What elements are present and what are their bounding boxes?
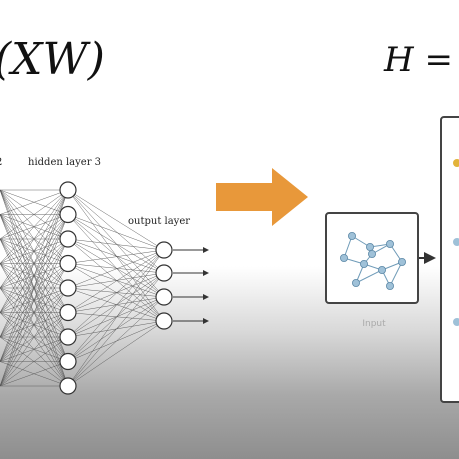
- hidden-layer-3-neuron: [59, 181, 77, 199]
- connection-line: [67, 249, 165, 264]
- connection-line: [0, 189, 69, 338]
- connection-line: [67, 238, 165, 322]
- graph-node: [365, 242, 374, 251]
- connection-line: [0, 263, 69, 387]
- graph-nodes: [339, 231, 406, 290]
- connection-line: [67, 238, 165, 274]
- hidden-layer-3-neuron: [59, 328, 77, 346]
- connection-line: [67, 272, 165, 289]
- graph-node: [339, 253, 348, 262]
- hidden-layer-3-neuron: [59, 352, 77, 371]
- output-layer-label: output layer: [128, 216, 191, 227]
- hidden-layer-3-neuron: [59, 279, 77, 297]
- connection-line: [67, 263, 165, 298]
- connection-line: [67, 189, 165, 274]
- hidden-layer-3-neuron: [59, 377, 77, 395]
- graph-edge: [355, 269, 383, 284]
- connection-line: [0, 189, 69, 362]
- connection-line: [67, 263, 165, 274]
- connection-line: [67, 249, 165, 313]
- connection-line: [67, 214, 165, 251]
- output-neuron: [155, 288, 173, 306]
- connection-line: [0, 189, 69, 264]
- connection-line: [67, 263, 165, 322]
- gcn-node: [453, 318, 459, 326]
- connection-line: [0, 336, 69, 387]
- formula-xw: (XW): [0, 34, 105, 85]
- connection-line: [0, 238, 69, 387]
- connection-line: [67, 272, 165, 387]
- hidden-layer-3-neuron: [59, 254, 77, 273]
- output-neuron: [155, 264, 173, 282]
- connection-line: [0, 189, 69, 240]
- connection-line: [67, 287, 165, 322]
- connection-line: [67, 214, 165, 298]
- network-neurons: [59, 181, 173, 395]
- hidden-layer-3-neuron: [59, 230, 77, 248]
- graph-node: [359, 259, 368, 268]
- transform-arrow-icon: [216, 168, 308, 226]
- gcn-node: [453, 238, 459, 246]
- graph-node: [385, 239, 394, 248]
- graph-node: [385, 281, 394, 290]
- connection-line: [67, 249, 165, 362]
- connection-line: [67, 272, 165, 313]
- connection-line: [0, 189, 69, 313]
- graph-node: [377, 265, 386, 274]
- graph-node: [367, 249, 376, 258]
- graph-node: [351, 278, 360, 287]
- connection-line: [67, 272, 165, 362]
- hidden-layer-3-neuron: [59, 303, 77, 322]
- graph-edge: [389, 261, 403, 287]
- connection-line: [67, 272, 165, 338]
- graph-input-panel: [325, 212, 419, 304]
- connection-line: [0, 361, 69, 387]
- graph-node: [397, 257, 406, 266]
- connection-line: [67, 287, 165, 298]
- gcn-layer-panel: [440, 116, 459, 403]
- output-neuron: [155, 312, 173, 330]
- network-connections: [0, 189, 165, 387]
- graph-input-caption: Input: [362, 319, 386, 329]
- connection-line: [67, 238, 165, 298]
- connection-line: [0, 189, 69, 387]
- hidden-layer-3-label: hidden layer 3: [28, 157, 102, 168]
- connection-line: [67, 296, 165, 387]
- hidden-layer-2-label: r 2: [0, 157, 2, 168]
- connection-line: [67, 189, 165, 251]
- connection-line: [0, 287, 69, 387]
- formula-h-equals: H =: [384, 40, 453, 80]
- connection-line: [67, 238, 165, 251]
- connection-line: [67, 249, 165, 338]
- output-arrows: [173, 247, 209, 324]
- gcn-node-accent: [453, 159, 459, 167]
- connection-line: [0, 214, 69, 387]
- connection-line: [0, 189, 69, 289]
- connection-line: [67, 249, 165, 289]
- connection-line: [0, 312, 69, 387]
- output-neuron: [155, 241, 173, 259]
- connection-line: [67, 312, 165, 322]
- connection-line: [67, 249, 165, 387]
- graph-node: [347, 231, 356, 240]
- hidden-layer-3-neuron: [59, 205, 77, 224]
- connection-line: [67, 214, 165, 274]
- connection-line: [0, 189, 69, 215]
- connection-line: [67, 320, 165, 387]
